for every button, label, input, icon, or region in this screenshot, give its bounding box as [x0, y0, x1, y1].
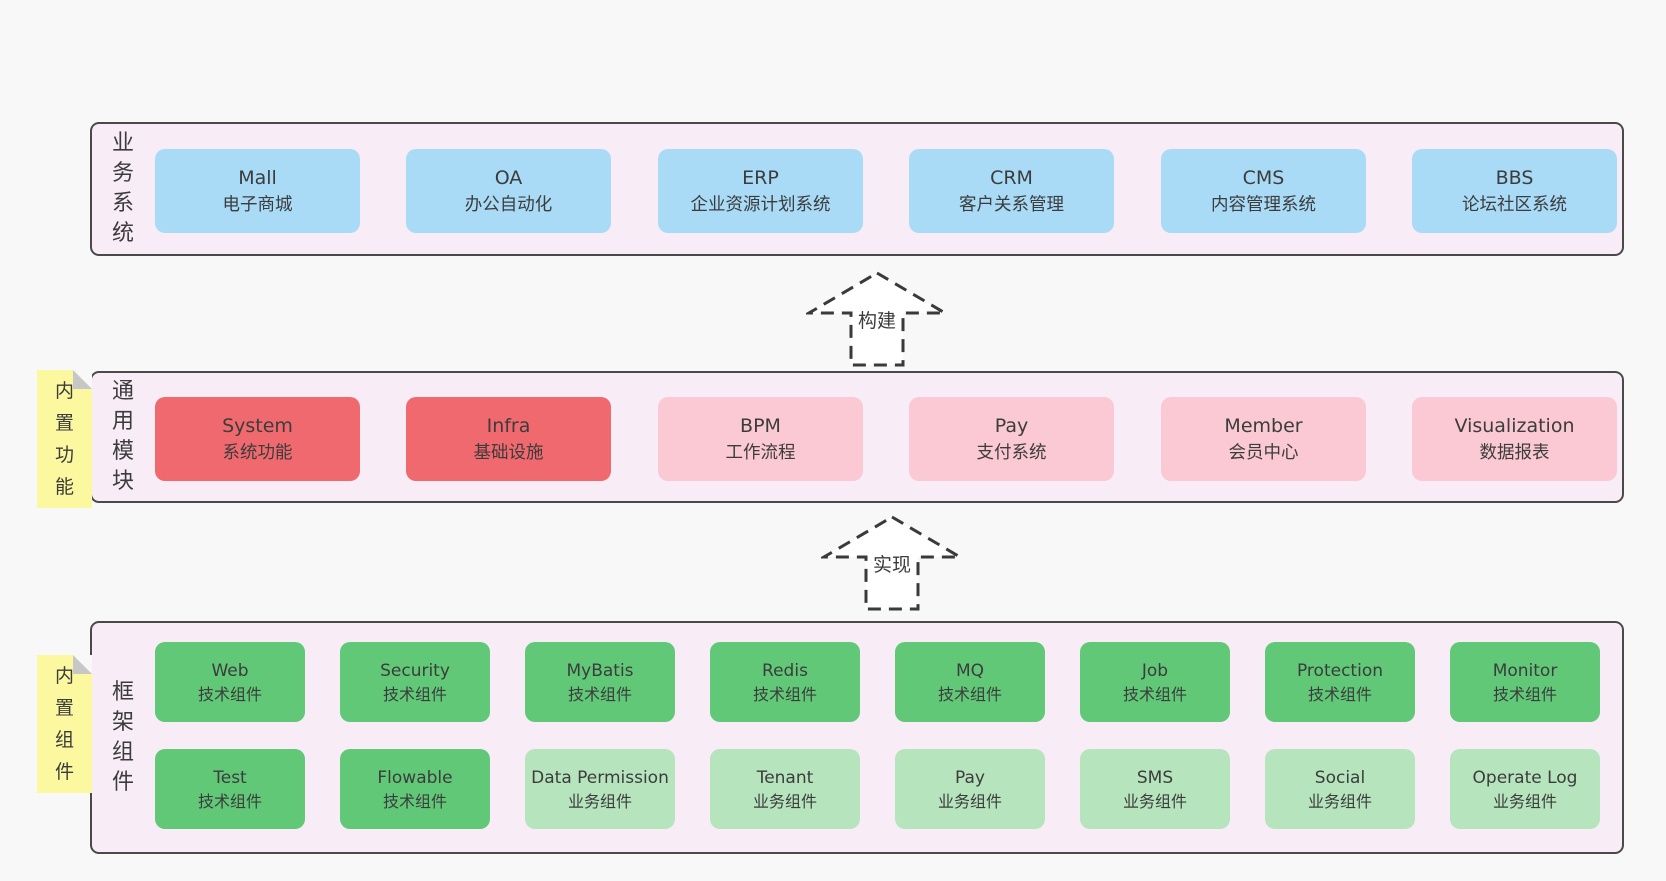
- box-title: Pay: [994, 415, 1029, 437]
- box-title: Visualization: [1454, 415, 1575, 437]
- box-bpm: BPM 工作流程: [658, 397, 863, 481]
- box-subtitle: 办公自动化: [464, 195, 553, 215]
- box-title: Redis: [762, 660, 808, 681]
- box-subtitle: 技术组件: [567, 684, 632, 704]
- box-title: Tenant: [756, 767, 814, 788]
- box-subtitle: 业务组件: [1122, 791, 1187, 811]
- box-subtitle: 数据报表: [1479, 443, 1550, 463]
- layer-business: 业务系统 Mall 电子商城 OA 办公自动化 ERP 企业资源计划系统 CRM…: [90, 122, 1624, 256]
- box-tenant: Tenant 业务组件: [710, 749, 860, 829]
- box-system: System 系统功能: [155, 397, 360, 481]
- box-title: Mall: [238, 167, 277, 189]
- box-mall: Mall 电子商城: [155, 149, 360, 233]
- box-subtitle: 技术组件: [382, 684, 447, 704]
- box-title: Test: [213, 767, 247, 788]
- box-title: Infra: [486, 415, 531, 437]
- box-title: Security: [380, 660, 450, 681]
- box-data-permission: Data Permission 业务组件: [525, 749, 675, 829]
- sticky-note-builtin-features: 内置功能: [37, 370, 92, 508]
- box-title: ERP: [742, 167, 779, 189]
- box-oa: OA 办公自动化: [406, 149, 611, 233]
- box-subtitle: 技术组件: [1492, 684, 1557, 704]
- arrow-build-label: 构建: [854, 306, 900, 333]
- box-subtitle: 技术组件: [197, 684, 262, 704]
- box-title: Data Permission: [531, 767, 669, 788]
- box-protection: Protection 技术组件: [1265, 642, 1415, 722]
- sticky-note-builtin-components: 内置组件: [37, 655, 92, 793]
- box-title: Job: [1141, 660, 1169, 681]
- box-erp: ERP 企业资源计划系统: [658, 149, 863, 233]
- box-title: BBS: [1495, 167, 1534, 189]
- box-subtitle: 会员中心: [1228, 443, 1299, 463]
- arrow-build: 构建: [806, 270, 948, 368]
- box-subtitle: 业务组件: [752, 791, 817, 811]
- box-member: Member 会员中心: [1161, 397, 1366, 481]
- box-crm: CRM 客户关系管理: [909, 149, 1114, 233]
- box-security: Security 技术组件: [340, 642, 490, 722]
- box-title: Operate Log: [1472, 767, 1578, 788]
- box-bbs: BBS 论坛社区系统: [1412, 149, 1617, 233]
- box-operate-log: Operate Log 业务组件: [1450, 749, 1600, 829]
- box-subtitle: 技术组件: [382, 791, 447, 811]
- box-web: Web 技术组件: [155, 642, 305, 722]
- box-subtitle: 内容管理系统: [1211, 195, 1316, 215]
- box-title: Protection: [1296, 660, 1383, 681]
- box-monitor: Monitor 技术组件: [1450, 642, 1600, 722]
- box-mq: MQ 技术组件: [895, 642, 1045, 722]
- box-subtitle: 客户关系管理: [959, 195, 1064, 215]
- box-title: SMS: [1136, 767, 1174, 788]
- box-infra: Infra 基础设施: [406, 397, 611, 481]
- box-title: MQ: [955, 660, 985, 681]
- box-title: CMS: [1242, 167, 1285, 189]
- box-title: Web: [211, 660, 249, 681]
- box-title: CRM: [990, 167, 1033, 189]
- box-subtitle: 技术组件: [1122, 684, 1187, 704]
- box-title: Member: [1224, 415, 1303, 437]
- box-subtitle: 业务组件: [1492, 791, 1557, 811]
- layer-business-label: 业务系统: [111, 131, 134, 246]
- box-subtitle: 基础设施: [473, 443, 544, 463]
- box-subtitle: 业务组件: [567, 791, 632, 811]
- box-mybatis: MyBatis 技术组件: [525, 642, 675, 722]
- box-title: Pay: [955, 767, 985, 788]
- box-subtitle: 技术组件: [1307, 684, 1372, 704]
- box-title: MyBatis: [566, 660, 634, 681]
- box-title: OA: [494, 167, 523, 189]
- box-title: Monitor: [1492, 660, 1558, 681]
- box-title: BPM: [740, 415, 781, 437]
- box-subtitle: 论坛社区系统: [1462, 195, 1567, 215]
- box-subtitle: 技术组件: [937, 684, 1002, 704]
- box-subtitle: 技术组件: [197, 791, 262, 811]
- box-visualization: Visualization 数据报表: [1412, 397, 1617, 481]
- layer-framework-label: 框架组件: [111, 679, 134, 795]
- box-title: Flowable: [377, 767, 453, 788]
- box-sms: SMS 业务组件: [1080, 749, 1230, 829]
- box-subtitle: 业务组件: [1307, 791, 1372, 811]
- arrow-implement-label: 实现: [869, 550, 915, 577]
- box-cms: CMS 内容管理系统: [1161, 149, 1366, 233]
- box-flowable: Flowable 技术组件: [340, 749, 490, 829]
- box-subtitle: 系统功能: [222, 443, 293, 463]
- box-pay: Pay 支付系统: [909, 397, 1114, 481]
- box-subtitle: 企业资源计划系统: [690, 195, 831, 215]
- box-job: Job 技术组件: [1080, 642, 1230, 722]
- box-test: Test 技术组件: [155, 749, 305, 829]
- box-subtitle: 技术组件: [752, 684, 817, 704]
- box-subtitle: 业务组件: [937, 791, 1002, 811]
- box-pay-business: Pay 业务组件: [895, 749, 1045, 829]
- box-title: System: [222, 415, 293, 437]
- box-subtitle: 电子商城: [222, 195, 293, 215]
- layer-common: 通用模块 System 系统功能 Infra 基础设施 BPM 工作流程 Pay…: [90, 371, 1624, 503]
- sticky-note-label: 内置组件: [54, 665, 74, 783]
- arrow-implement: 实现: [821, 514, 963, 612]
- box-subtitle: 工作流程: [725, 443, 796, 463]
- box-social: Social 业务组件: [1265, 749, 1415, 829]
- box-redis: Redis 技术组件: [710, 642, 860, 722]
- sticky-note-label: 内置功能: [54, 380, 74, 498]
- layer-framework: 框架组件 Web 技术组件 Security 技术组件 MyBatis 技术组件…: [90, 621, 1624, 854]
- layer-common-label: 通用模块: [111, 379, 134, 494]
- box-title: Social: [1314, 767, 1366, 788]
- box-subtitle: 支付系统: [976, 443, 1047, 463]
